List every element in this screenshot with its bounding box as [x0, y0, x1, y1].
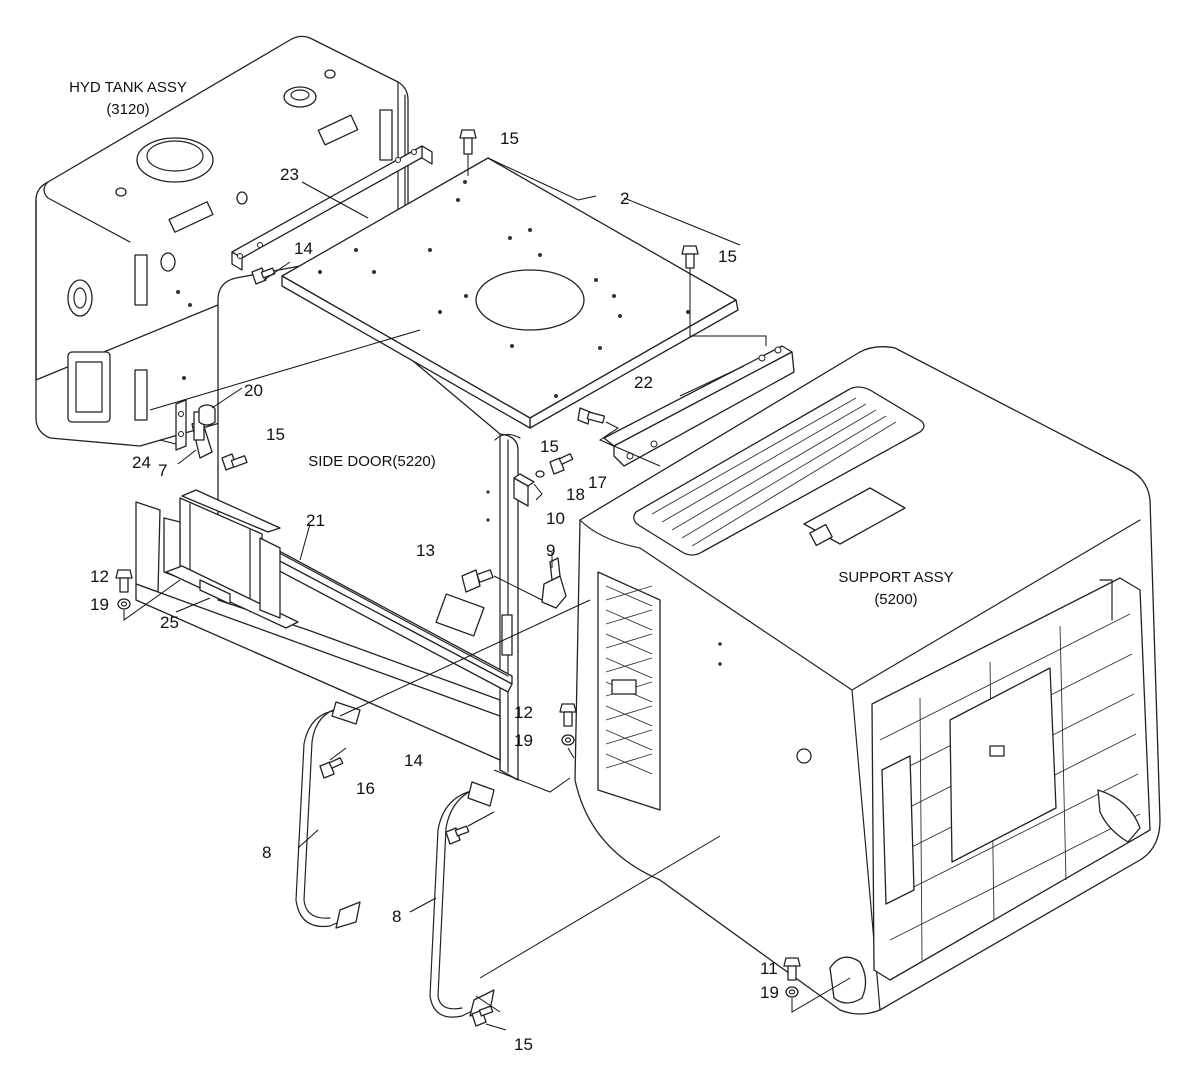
bolt-13 — [461, 569, 494, 593]
bolt-17 — [549, 453, 574, 475]
callout-11: 11 — [760, 959, 778, 978]
part-25-bracket — [135, 489, 501, 761]
callout-22: 22 — [634, 373, 653, 392]
washer-18 — [535, 470, 545, 478]
callout-8-left: 8 — [262, 843, 271, 862]
callout-8-right: 8 — [392, 907, 401, 926]
washer-19-left — [117, 598, 131, 610]
part-9-latch — [541, 557, 567, 609]
callout-19-bottom: 19 — [760, 983, 779, 1002]
callout-24: 24 — [132, 453, 151, 472]
side-door-title: SIDE DOOR(5220) — [308, 453, 436, 470]
callout-14-top: 14 — [294, 239, 313, 258]
part-22-bracket — [603, 345, 795, 467]
assembly-labels: HYD TANK ASSY (3120) SIDE DOOR(5220) SUP… — [69, 79, 954, 608]
callout-10: 10 — [546, 509, 565, 528]
callout-19-left: 19 — [90, 595, 109, 614]
callout-17: 17 — [588, 473, 607, 492]
bolt-15-mid — [577, 407, 606, 425]
bolt-15-bottom — [471, 1005, 494, 1027]
callout-2: 2 — [620, 189, 629, 208]
callout-12-right: 12 — [514, 703, 533, 722]
bolt-11 — [783, 957, 801, 981]
part-10-clip — [513, 473, 535, 507]
leader-lines — [123, 154, 851, 1031]
washer-19-bottom — [785, 986, 799, 998]
callout-25: 25 — [160, 613, 179, 632]
callout-9: 9 — [546, 541, 555, 560]
bolt-15-right — [681, 245, 699, 269]
bolt-15-top — [459, 129, 477, 155]
bolt-16 — [319, 757, 344, 779]
callout-13: 13 — [416, 541, 435, 560]
support-title: SUPPORT ASSY — [838, 569, 953, 586]
bolt-12-right — [559, 703, 577, 727]
part-8-handle-left — [295, 701, 361, 929]
callout-21: 21 — [306, 511, 325, 530]
bolt-15-left — [221, 453, 248, 471]
hyd-tank-title: HYD TANK ASSY — [69, 79, 187, 96]
bolt-14-lower — [445, 825, 470, 845]
callout-19-right: 19 — [514, 731, 533, 750]
bolt-14-top — [251, 267, 276, 285]
part-20-bushing — [198, 404, 216, 426]
callout-15-right: 15 — [718, 247, 737, 266]
part-23-bracket — [231, 145, 433, 271]
bolt-12-left — [115, 569, 133, 593]
callout-18: 18 — [566, 485, 585, 504]
callout-15-left: 15 — [266, 425, 285, 444]
callout-15-bottom: 15 — [514, 1035, 533, 1054]
callout-labels: 2 7 8 8 9 10 11 12 12 13 14 14 15 15 15 … — [90, 129, 779, 1054]
washer-19-right — [561, 734, 575, 746]
part-24-bracket — [175, 399, 187, 451]
callout-23: 23 — [280, 165, 299, 184]
callout-15-top: 15 — [500, 129, 519, 148]
callout-16: 16 — [356, 779, 375, 798]
callout-20: 20 — [244, 381, 263, 400]
callout-14-lower: 14 — [404, 751, 423, 770]
support-assembly — [574, 346, 1161, 1015]
callout-15-mid: 15 — [540, 437, 559, 456]
callout-7: 7 — [158, 461, 167, 480]
part-2-plate — [281, 157, 739, 429]
callout-12-left: 12 — [90, 567, 109, 586]
hyd-tank-code: (3120) — [106, 101, 149, 118]
support-code: (5200) — [874, 591, 917, 608]
